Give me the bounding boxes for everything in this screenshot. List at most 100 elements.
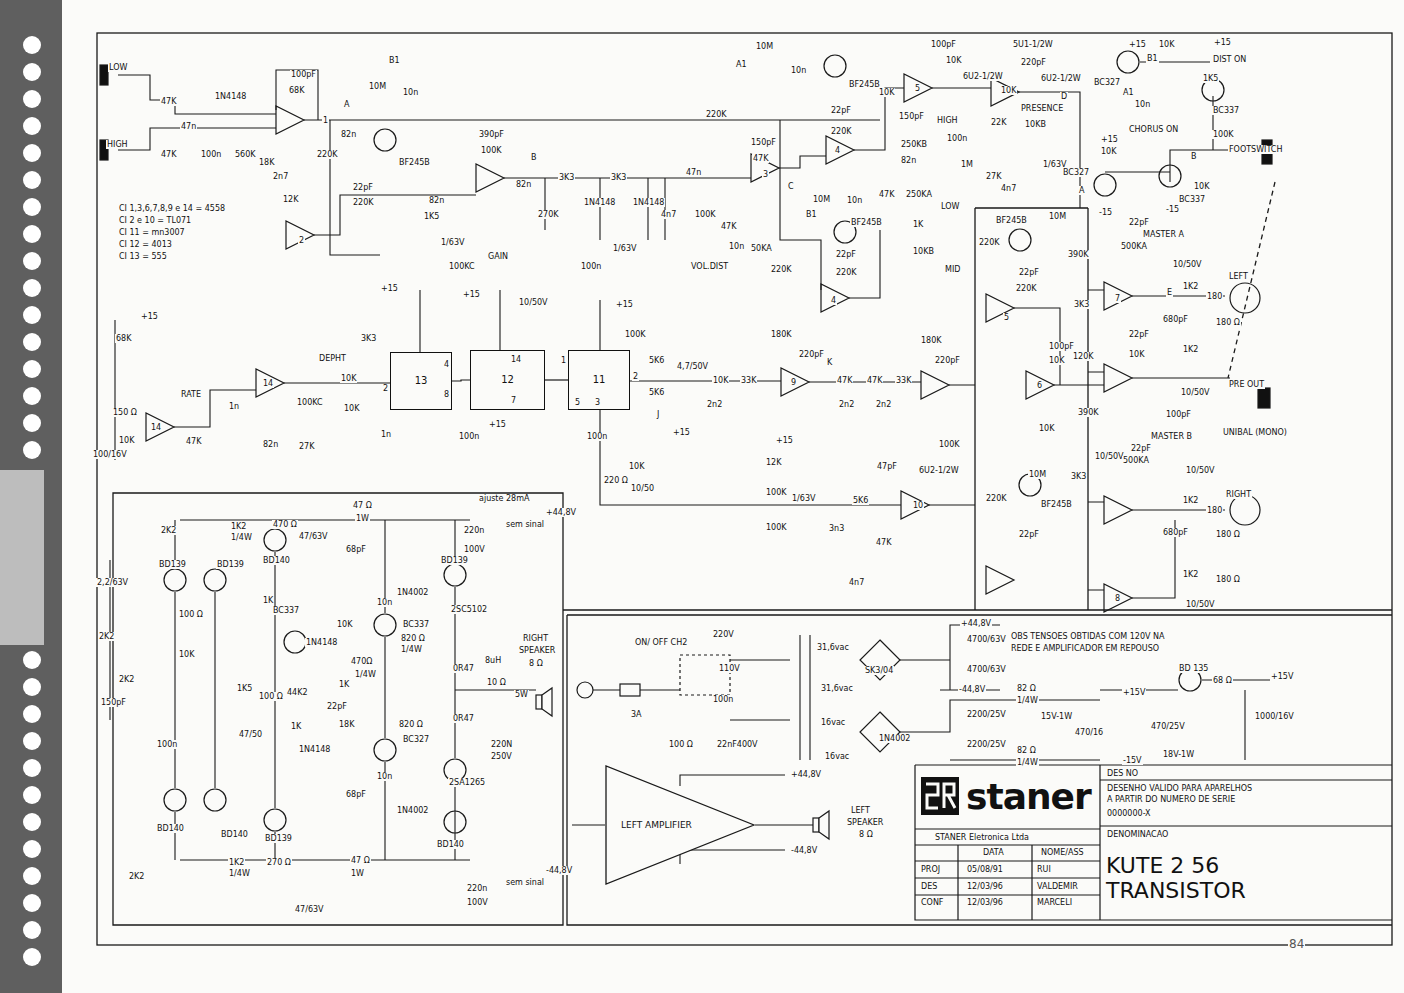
component-label: B1 xyxy=(1146,54,1159,63)
component-label: 150 Ω xyxy=(112,408,138,417)
component-label: 22pF xyxy=(1130,444,1152,453)
opamp-symbol xyxy=(781,368,809,396)
connector-symbol xyxy=(680,655,730,695)
component-label: LOW xyxy=(108,63,128,72)
component-label: 2K2 xyxy=(98,632,115,641)
component-label: 10 xyxy=(912,501,924,510)
component-label: 1K5 xyxy=(236,684,253,693)
component-label: 6U2-1/2W xyxy=(1040,74,1082,83)
component-label: 47K xyxy=(752,154,769,163)
component-label: 3K3 xyxy=(610,173,627,182)
component-label: 270K xyxy=(537,210,560,219)
null xyxy=(23,252,41,270)
component-label: DATA xyxy=(982,848,1005,857)
component-label: 3n3 xyxy=(828,524,845,533)
component-label: LOW xyxy=(940,202,960,211)
component-label: 220 Ω xyxy=(603,476,629,485)
opamp-symbol xyxy=(146,413,174,441)
wire xyxy=(630,381,975,385)
component-label: 100pF xyxy=(290,70,317,79)
opamp-symbol xyxy=(256,369,284,397)
transistor-symbol xyxy=(444,759,466,781)
component-label: 22K xyxy=(990,118,1007,127)
component-label: SPEAKER xyxy=(518,646,556,655)
component-label: 9 xyxy=(790,378,797,387)
component-label: 470Ω xyxy=(350,657,373,666)
null xyxy=(23,894,41,912)
component-label: 1/63V xyxy=(791,494,816,503)
transistor-symbol xyxy=(444,564,466,586)
component-label: 1000/16V xyxy=(1254,712,1295,721)
component-label: 47K xyxy=(878,190,895,199)
component-label: 4 xyxy=(830,296,837,305)
component-label: 12/03/96 xyxy=(966,898,1004,907)
component-label: 0000000-X xyxy=(1106,809,1152,818)
component-label: 10/50V xyxy=(1180,388,1211,397)
component-label: 47K xyxy=(160,150,177,159)
component-label: 100pF xyxy=(930,40,957,49)
component-label: 47n xyxy=(685,168,702,177)
component-label: 10K xyxy=(1128,350,1145,359)
component-label: 500KA xyxy=(1120,242,1148,251)
component-label: 390K xyxy=(1077,408,1100,417)
component-label: 10KB xyxy=(912,247,935,256)
opamp-symbol xyxy=(986,294,1014,322)
component-label: 4,7/50V xyxy=(676,362,709,371)
component-label: 18V-1W xyxy=(1162,750,1195,759)
component-label: 4 xyxy=(443,360,450,369)
component-label: 10M xyxy=(812,195,831,204)
component-label: 100 Ω xyxy=(668,740,694,749)
component-label: STANER Eletronica Ltda xyxy=(934,833,1030,842)
component-label: 1/4W xyxy=(354,670,377,679)
opamp-symbol xyxy=(1104,282,1132,310)
component-label: 1/63V xyxy=(1042,160,1067,169)
component-label: 50KA xyxy=(750,244,773,253)
component-label: 100V xyxy=(463,545,486,554)
component-label: 10K xyxy=(1048,356,1065,365)
amplifier-triangle xyxy=(606,766,754,884)
component-label: 10/50V xyxy=(1185,600,1216,609)
component-label: +44,8V xyxy=(960,619,992,628)
component-label: 100K xyxy=(765,488,788,497)
component-label: 12K xyxy=(765,458,782,467)
speaker-symbol xyxy=(819,811,829,839)
brand-logo-mark xyxy=(921,777,959,815)
component-label: 100K xyxy=(765,523,788,532)
transistor-symbol xyxy=(1094,174,1116,196)
component-label: 10n xyxy=(790,66,807,75)
component-label: 180 Ω xyxy=(1215,530,1241,539)
component-label: 47 Ω xyxy=(352,501,373,510)
component-label: 100n xyxy=(712,695,734,704)
component-label: 22nF400V xyxy=(716,740,759,749)
transistor-symbol xyxy=(1179,669,1201,691)
component-label: 10/50 xyxy=(630,484,655,493)
title-block-lines xyxy=(915,765,1392,920)
component-label: 100KC xyxy=(448,262,476,271)
component-label: E xyxy=(1166,288,1173,297)
component-label: DESENHO VALIDO PARA APARELHOS xyxy=(1106,784,1253,793)
component-label: 2n2 xyxy=(838,400,855,409)
opamp-symbol xyxy=(826,136,854,164)
wire xyxy=(779,88,1080,208)
component-label: 2n2 xyxy=(875,400,892,409)
connector-symbol xyxy=(1258,388,1270,408)
component-label: 2K2 xyxy=(160,526,177,535)
component-label: 1/4W xyxy=(228,869,251,878)
component-label: BD140 xyxy=(156,824,185,833)
component-label: +15 xyxy=(1100,135,1119,144)
node-text: staner xyxy=(966,776,1091,817)
null xyxy=(23,786,41,804)
component-label: 180 Ω xyxy=(1215,575,1241,584)
component-label: DES NO xyxy=(1106,769,1139,778)
transistor-symbol xyxy=(164,569,186,591)
component-label: 220K xyxy=(705,110,728,119)
component-label: 31,6vac xyxy=(816,643,850,652)
component-label: CI 1,3,6,7,8,9 e 14 = 4558 xyxy=(118,204,226,213)
wire xyxy=(180,520,470,860)
component-label: ON/ OFF CH2 xyxy=(634,638,688,647)
null xyxy=(23,225,41,243)
component-label: 5 xyxy=(1003,313,1010,322)
component-label: 82n xyxy=(262,440,279,449)
component-label: 22pF xyxy=(1128,330,1150,339)
component-label: 1/4W xyxy=(1016,758,1039,767)
